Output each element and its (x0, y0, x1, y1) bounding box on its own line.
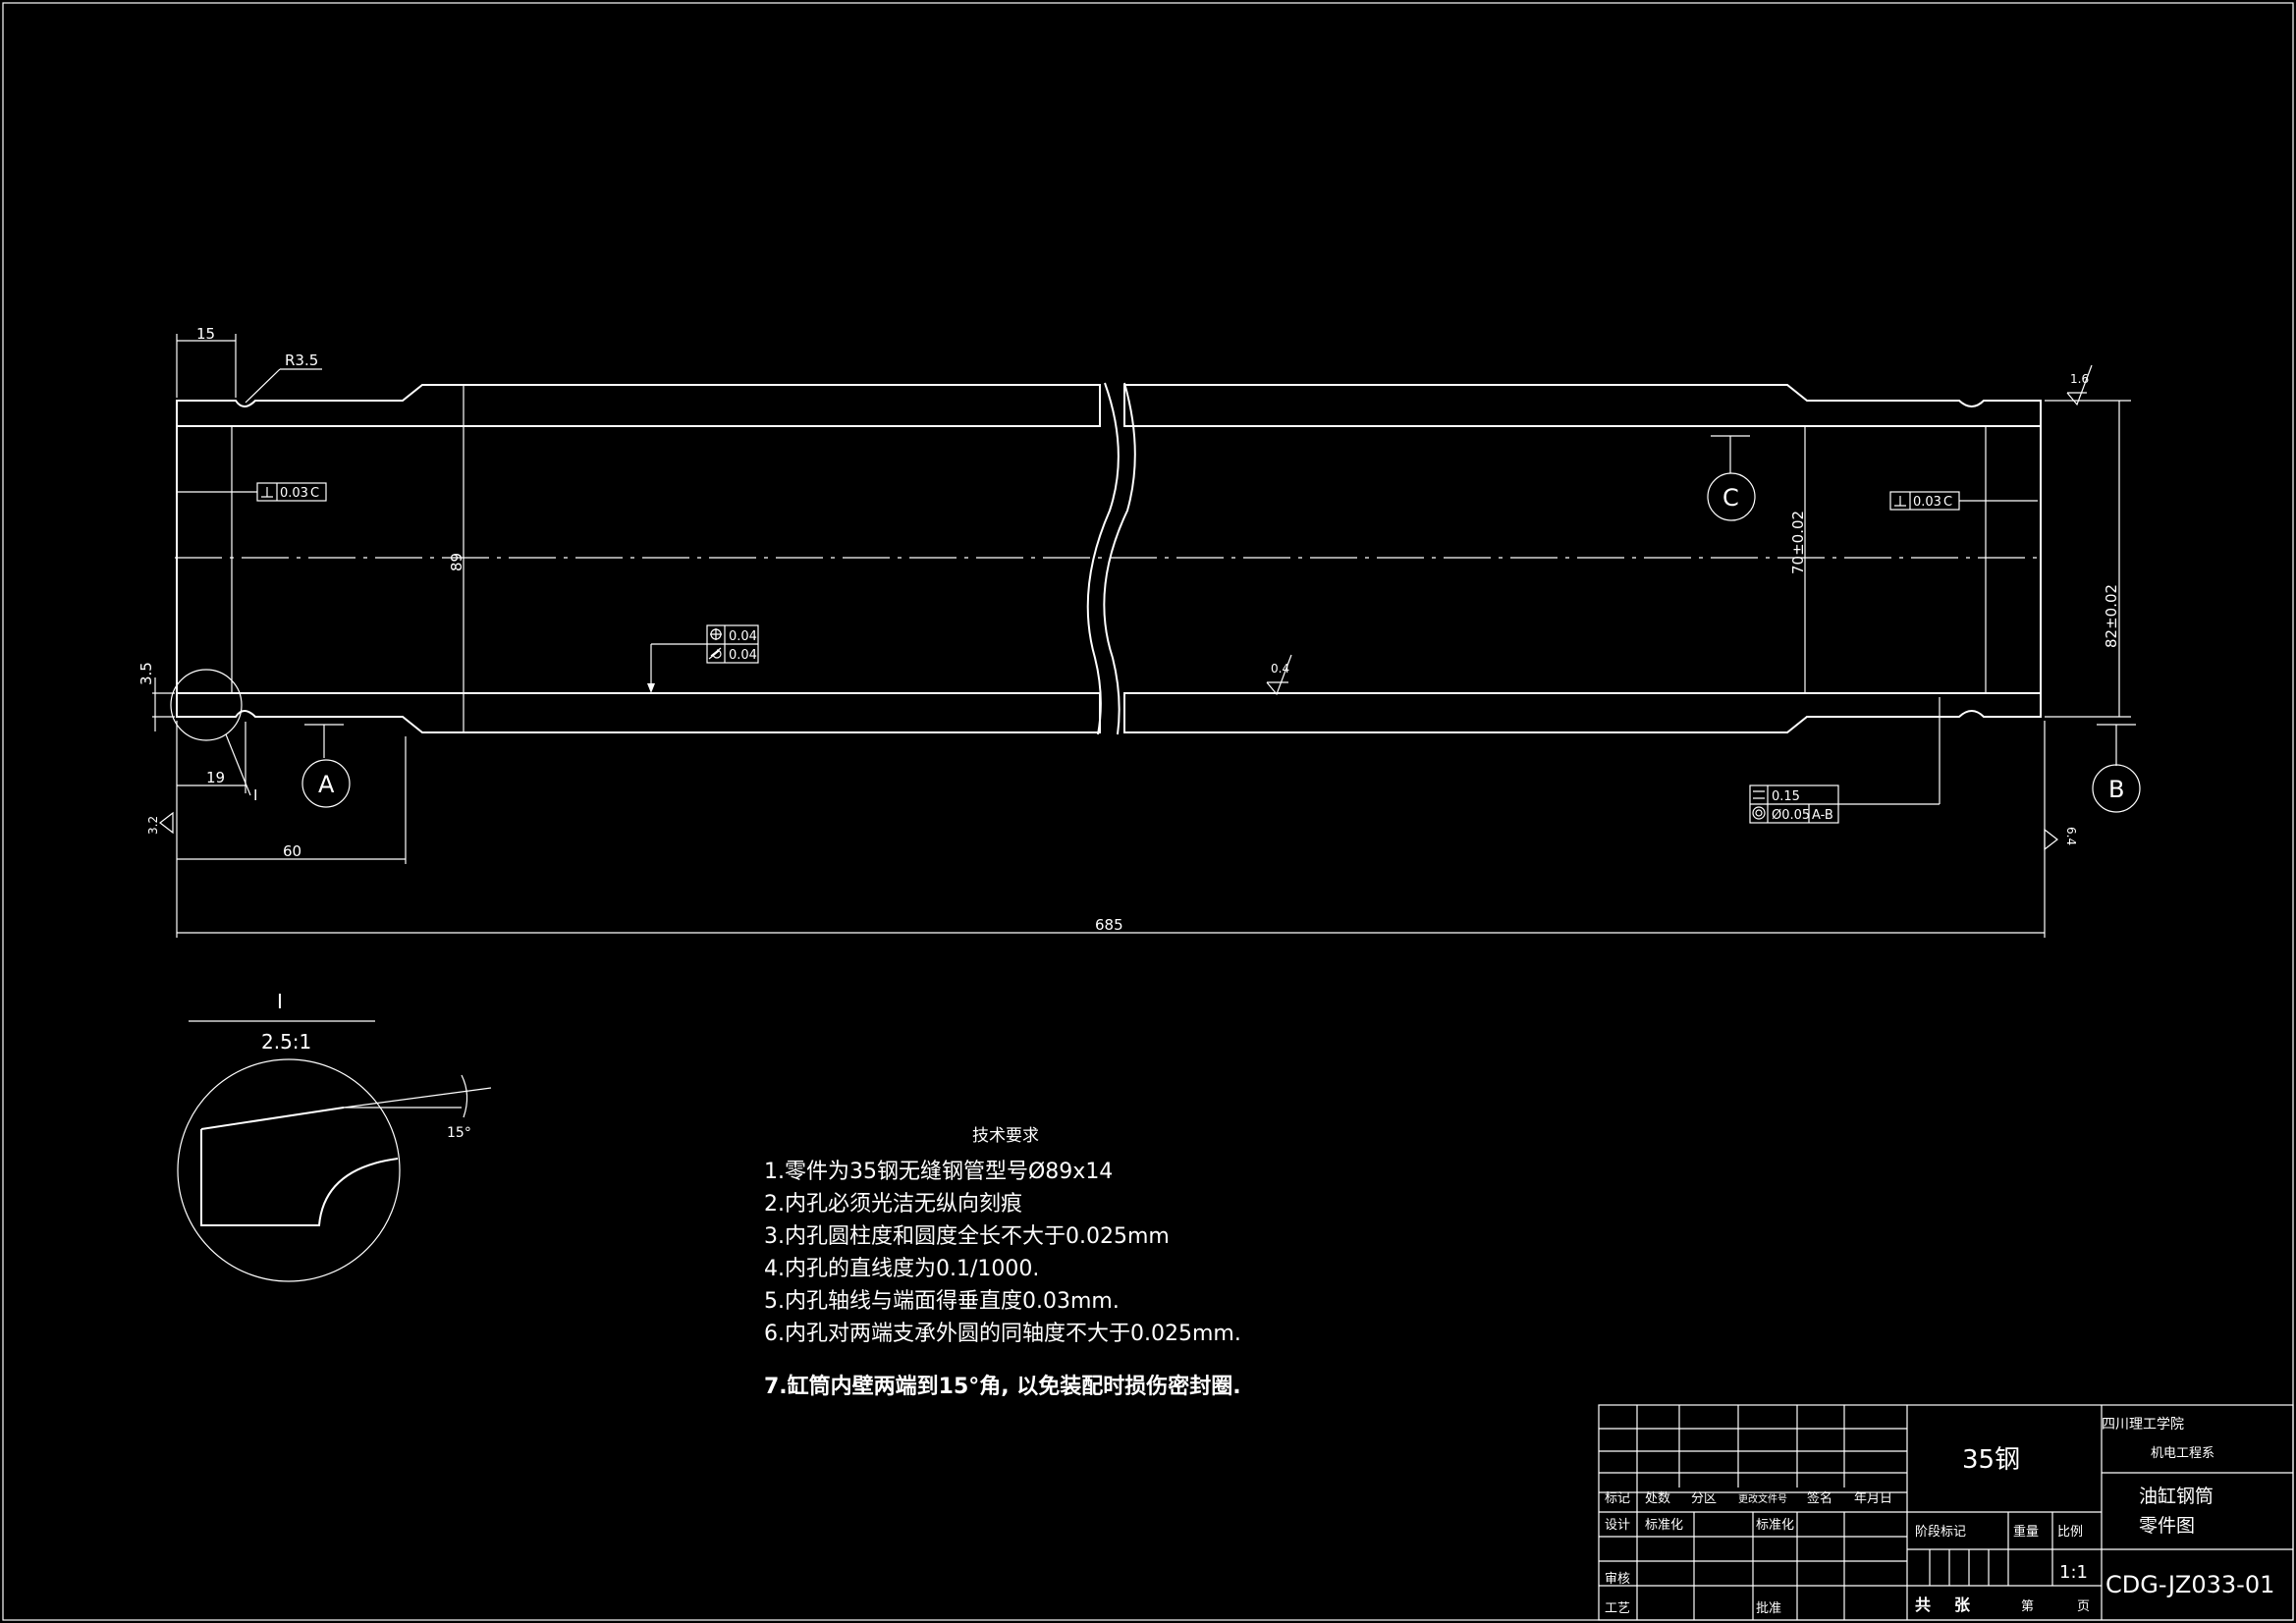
technical-requirements: 技术要求 1.零件为35钢无缝钢管型号Ø89x14 2.内孔必须光洁无纵向刻痕 … (764, 1126, 1241, 1399)
position-value: 0.04 (729, 629, 757, 644)
tb-school: 四川理工学院 (2102, 1417, 2184, 1433)
tb-drawing-no: CDG-JZ033-01 (2105, 1571, 2274, 1598)
dim-82: 82±0.02 (2103, 584, 2120, 648)
coaxial-value: Ø0.05 (1772, 808, 1810, 823)
detail-scale: 2.5:1 (261, 1030, 311, 1054)
dim-89: 89 (448, 553, 465, 571)
tb-h-sheet: 页 (2077, 1599, 2090, 1614)
tb-h-sign: 签名 (1807, 1490, 1832, 1506)
bottom-wall-left (176, 692, 1101, 733)
tb-h-stage: 阶段标记 (1915, 1525, 1966, 1540)
perp-left-value: 0.03 (280, 486, 308, 501)
dim-15: 15 (196, 325, 215, 343)
datum-b: B (2108, 776, 2124, 803)
coaxial-datum: A-B (1812, 808, 1833, 823)
rough-6-4: 6.4 (2064, 827, 2078, 845)
perp-right-value: 0.03 (1913, 495, 1941, 510)
dim-60: 60 (283, 842, 301, 860)
req-item-4: 4.内孔的直线度为0.1/1000. (764, 1257, 1039, 1281)
req-item-5: 5.内孔轴线与端面得垂直度0.03mm. (764, 1289, 1120, 1314)
tb-h-standard: 标准化 (1756, 1518, 1794, 1533)
perp-right-datum: C (1943, 495, 1952, 510)
req-item-1: 1.零件为35钢无缝钢管型号Ø89x14 (764, 1160, 1113, 1184)
tolerances: 0.03 C 0.03 C 0.04 0.04 0.15 Ø0.05 A-B (177, 435, 2141, 824)
break-line-left (1086, 382, 1120, 735)
tb-h-sheets: 张 (1954, 1596, 1971, 1614)
req-item-7: 7.缸筒内壁两端到15°角, 以免装配时损伤密封圈. (764, 1374, 1241, 1399)
tb-department: 机电工程系 (2151, 1446, 2214, 1461)
tb-h-design: 设计 (1605, 1518, 1630, 1533)
detail-label: I (277, 990, 283, 1013)
rough-3-2: 3.2 (146, 816, 160, 835)
detail-view-i: I 2.5:1 15° (177, 990, 492, 1282)
dim-r35: R3.5 (285, 352, 318, 369)
req-title: 技术要求 (972, 1126, 1039, 1146)
cylindricity-value: 0.04 (729, 648, 757, 663)
tb-h-page: 第 (2021, 1599, 2034, 1614)
tb-h-date: 年月日 (1854, 1491, 1892, 1506)
detail-callout-i: I (253, 786, 257, 804)
detail-angle: 15° (447, 1125, 471, 1141)
tb-h-ratio: 比例 (2057, 1525, 2083, 1540)
datum-a: A (318, 771, 335, 798)
tb-h-weight: 重量 (2013, 1524, 2039, 1540)
tb-part-name: 油缸钢筒 (2139, 1486, 2214, 1507)
dim-685: 685 (1095, 916, 1123, 934)
dimensions: 15 R3.5 89 70±0.02 82±0.02 3.5 19 I 60 (137, 325, 2131, 938)
tb-h-standard-m: 标准化 (1645, 1518, 1683, 1533)
top-wall-right (1123, 384, 2042, 427)
req-item-6: 6.内孔对两端支承外圆的同轴度不大于0.025mm. (764, 1322, 1241, 1346)
rough-0-4: 0.4 (1271, 662, 1289, 676)
req-item-3: 3.内孔圆柱度和圆度全长不大于0.025mm (764, 1224, 1170, 1249)
top-wall-left (176, 384, 1101, 427)
tb-h-count: 处数 (1645, 1491, 1670, 1506)
tb-h-process: 工艺 (1605, 1601, 1630, 1616)
tb-h-total: 共 (1915, 1596, 1931, 1614)
bottom-wall-right (1123, 692, 2042, 733)
tb-drawing-type: 零件图 (2139, 1515, 2195, 1537)
req-item-2: 2.内孔必须光洁无纵向刻痕 (764, 1192, 1022, 1217)
tb-h-mark: 标记 (1605, 1491, 1630, 1506)
flatness-value: 0.15 (1772, 789, 1800, 804)
perp-left-datum: C (310, 486, 319, 501)
tb-material: 35钢 (1962, 1445, 2020, 1475)
break-line-right (1103, 382, 1136, 735)
tb-h-review: 审核 (1605, 1572, 1630, 1587)
dim-3-5: 3.5 (137, 662, 155, 685)
rough-1-6: 1.6 (2070, 372, 2089, 386)
title-block: 35钢 四川理工学院 机电工程系 油缸钢筒 零件图 1:1 CDG-JZ033-… (1598, 1404, 2294, 1621)
tb-h-approve: 批准 (1756, 1601, 1781, 1616)
dim-19: 19 (206, 769, 225, 786)
dim-70: 70±0.02 (1789, 511, 1807, 574)
cylinder-tube-section (175, 382, 2043, 735)
datum-c: C (1722, 484, 1739, 512)
tb-h-zone: 分区 (1691, 1491, 1717, 1506)
tb-scale: 1:1 (2059, 1562, 2088, 1583)
tb-h-change: 更改文件号 (1738, 1492, 1787, 1505)
